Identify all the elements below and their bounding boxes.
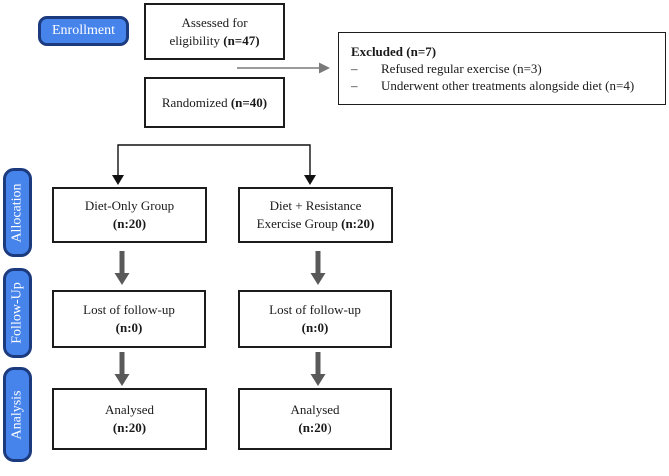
box-analysed-left: Analysed (n:20) [52, 388, 207, 450]
excluded-item: – Refused regular exercise (n=3) [351, 60, 542, 77]
stage-label-follow-up: Follow-Up [3, 268, 32, 358]
box-randomized: Randomized (n=40) [144, 77, 285, 128]
excluded-title: Excluded (n=7) [351, 43, 437, 59]
arrow-followup-to-analysis-right [310, 352, 326, 386]
excluded-item-text: Underwent other treatments alongside die… [381, 78, 635, 94]
randomized-line: Randomized (n=40) [161, 94, 268, 110]
analysed-left-line1: Analysed [104, 402, 155, 418]
lost-left-line2: (n:0) [115, 320, 143, 335]
stage-label-allocation-text: Allocation [9, 182, 25, 243]
box-diet-only-group: Diet-Only Group (n:20) [52, 187, 207, 243]
analysed-right-line1: Analysed [290, 402, 340, 418]
excluded-item-dash: – [351, 60, 358, 76]
box-lost-of-follow-up-right: Lost of follow-up (n:0) [238, 290, 392, 348]
box-diet-resistance-exercise-group: Diet + Resistance Exercise Group (n:20) [238, 187, 393, 243]
lost-left-line1: Lost of follow-up [83, 302, 175, 318]
branch-arrowhead-right [304, 175, 316, 185]
branch-arrowhead-left [112, 175, 124, 185]
excluded-item-dash: – [351, 78, 358, 94]
stage-label-enrollment: Enrollment [38, 16, 129, 46]
diet-only-line2: (n:20) [112, 216, 147, 231]
box-analysed-right: Analysed (n:20) [238, 388, 392, 450]
stage-label-follow-up-text: Follow-Up [9, 282, 25, 344]
arrow-followup-to-analysis-left [114, 352, 130, 386]
lost-right-line2: (n:0) [301, 320, 329, 335]
assessed-line2: eligibility (n=47) [169, 32, 260, 48]
box-excluded: Excluded (n=7) – Refused regular exercis… [338, 32, 666, 105]
arrow-allocation-to-followup-left [114, 251, 130, 285]
diet-ex-line2: Exercise Group (n:20) [256, 216, 375, 231]
stage-label-allocation: Allocation [3, 168, 32, 257]
arrow-assessed-to-excluded [237, 62, 330, 74]
assessed-line1: Assessed for [181, 14, 248, 30]
diet-ex-line1: Diet + Resistance [269, 198, 362, 214]
arrow-allocation-to-followup-right [310, 251, 326, 285]
excluded-item-text: Refused regular exercise (n=3) [381, 60, 542, 76]
stage-label-analysis: Analysis [3, 367, 32, 462]
stage-label-enrollment-text: Enrollment [52, 23, 115, 38]
stage-label-analysis-text: Analysis [9, 390, 25, 439]
analysed-left-line2: (n:20) [112, 420, 147, 435]
box-assessed-for-eligibility: Assessed for eligibility (n=47) [144, 3, 285, 60]
excluded-item: – Underwent other treatments alongside d… [351, 77, 634, 94]
diet-only-line1: Diet-Only Group [84, 198, 175, 214]
branch-randomized-to-groups [112, 144, 316, 185]
box-lost-of-follow-up-left: Lost of follow-up (n:0) [52, 290, 206, 348]
lost-right-line1: Lost of follow-up [269, 302, 361, 318]
analysed-right-line2: (n:20) [298, 420, 332, 435]
